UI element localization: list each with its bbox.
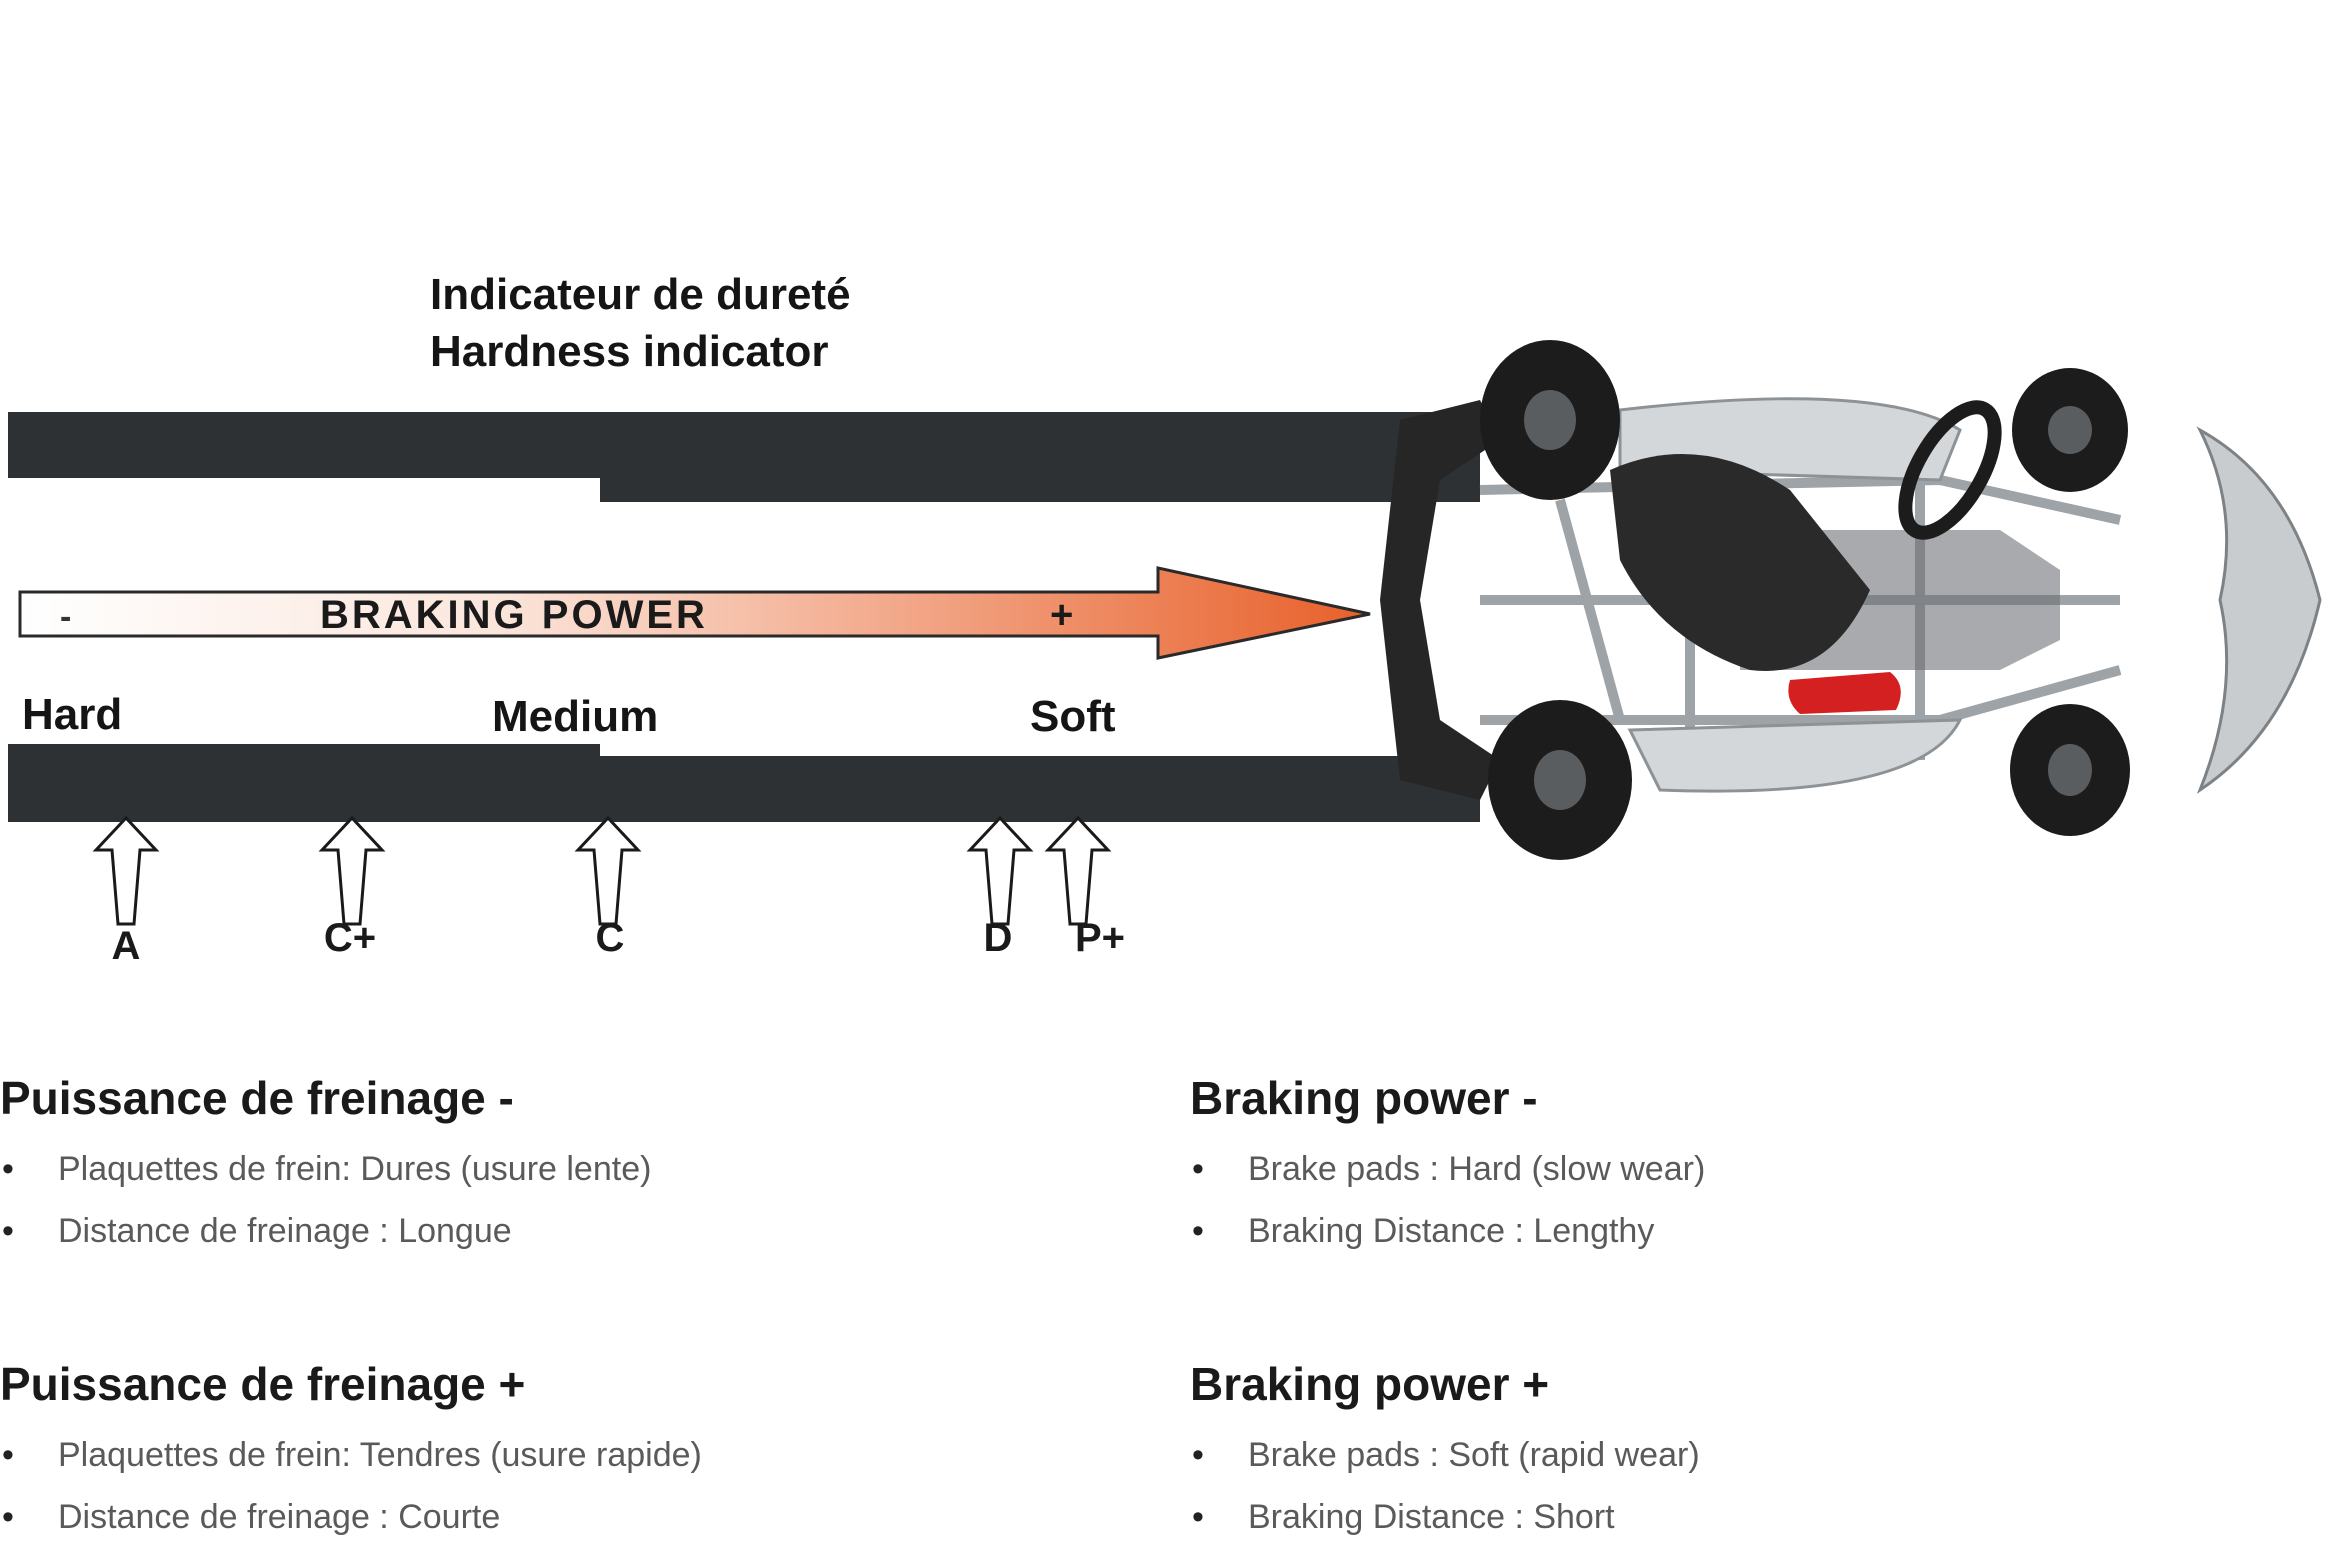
block-heading: Braking power - bbox=[1190, 1072, 1538, 1124]
block-fr-plus: Puissance de freinage + •Plaquettes de f… bbox=[0, 1356, 1100, 1548]
list-item: •Braking Distance : Short bbox=[1192, 1498, 1615, 1536]
scale-label-soft: Soft bbox=[1030, 692, 1116, 741]
rear-bumper bbox=[1380, 400, 1500, 800]
list-item: •Brake pads : Soft (rapid wear) bbox=[1192, 1436, 1700, 1474]
list-item: •Plaquettes de frein: Tendres (usure rap… bbox=[2, 1436, 702, 1474]
compound-arrow-d bbox=[966, 815, 1034, 926]
compound-label-c-plus: C+ bbox=[323, 916, 377, 960]
block-heading: Puissance de freinage + bbox=[0, 1358, 526, 1410]
list-item: •Distance de freinage : Longue bbox=[2, 1212, 512, 1250]
top-bar bbox=[8, 412, 1480, 502]
compound-label-a: A bbox=[111, 924, 141, 968]
side-pod-bottom bbox=[1627, 718, 1963, 793]
block-en-minus: Braking power - •Brake pads : Hard (slow… bbox=[1190, 1070, 2290, 1262]
block-heading: Braking power + bbox=[1190, 1358, 1550, 1410]
compound-arrow-c-plus bbox=[318, 815, 386, 926]
list-item: •Brake pads : Hard (slow wear) bbox=[1192, 1150, 1706, 1188]
indicator-title: Indicateur de dureté Hardness indicator bbox=[430, 266, 851, 380]
compound-label-d: D bbox=[983, 916, 1013, 960]
list-item: •Braking Distance : Lengthy bbox=[1192, 1212, 1655, 1250]
title-line-fr: Indicateur de dureté bbox=[430, 270, 851, 319]
braking-power-arrow bbox=[18, 566, 1371, 660]
scale-label-medium: Medium bbox=[492, 692, 659, 741]
compound-arrow-c bbox=[574, 815, 642, 926]
front-left-wheel bbox=[2012, 368, 2128, 492]
front-right-wheel bbox=[2010, 704, 2130, 836]
rear-left-wheel bbox=[1480, 340, 1620, 500]
compound-label-c: C bbox=[595, 916, 625, 960]
compound-arrow-p-plus bbox=[1044, 815, 1112, 926]
compound-label-p-plus: P+ bbox=[1074, 916, 1126, 960]
scale-label-hard: Hard bbox=[22, 690, 123, 739]
list-item: •Plaquettes de frein: Dures (usure lente… bbox=[2, 1150, 652, 1188]
block-en-plus: Braking power + •Brake pads : Soft (rapi… bbox=[1190, 1356, 2290, 1548]
steering-wheel bbox=[1898, 400, 2002, 540]
arrow-plus-sign: + bbox=[1050, 593, 1073, 637]
bottom-bar bbox=[8, 744, 1480, 822]
fuel-tank bbox=[1788, 672, 1901, 714]
title-line-en: Hardness indicator bbox=[430, 327, 829, 376]
list-item: •Distance de freinage : Courte bbox=[2, 1498, 501, 1536]
rear-right-wheel bbox=[1488, 700, 1632, 860]
compound-arrow-a bbox=[92, 815, 160, 926]
arrow-label: BRAKING POWER bbox=[320, 593, 708, 637]
seat bbox=[1610, 454, 1870, 671]
front-nose bbox=[2196, 426, 2322, 794]
kart-illustration bbox=[1380, 340, 2322, 860]
arrow-minus-sign: - bbox=[60, 598, 71, 636]
block-fr-minus: Puissance de freinage - •Plaquettes de f… bbox=[0, 1070, 1100, 1262]
block-heading: Puissance de freinage - bbox=[0, 1072, 514, 1124]
